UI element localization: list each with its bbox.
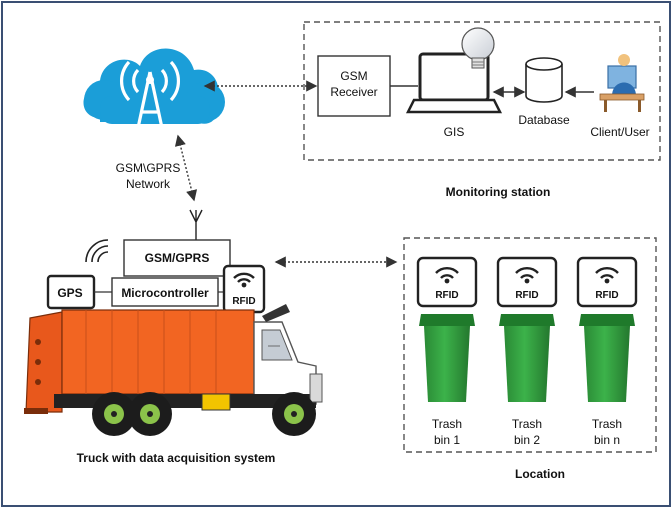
- network-label-line1: GSM\GPRS: [116, 161, 181, 175]
- trash-bin-n: RFID Trash bin n: [576, 256, 638, 447]
- bin-n-body: [584, 326, 630, 402]
- bin-1-label-line1: Trash: [432, 417, 462, 431]
- gsm-receiver-label-line2: Receiver: [330, 85, 377, 99]
- bin-1-lid: [419, 314, 475, 326]
- gsm-receiver-box: [317, 55, 391, 117]
- lightbulb-icon: [461, 27, 495, 69]
- monitoring-station-title: Monitoring station: [446, 185, 551, 199]
- bin-2-label-line1: Trash: [512, 417, 542, 431]
- wifi-signal-icon: [85, 239, 109, 263]
- monitoring-station-box: [303, 21, 661, 161]
- gsm-gprs-cloud-icon: [83, 48, 225, 124]
- gps-label: GPS: [57, 286, 82, 300]
- truck-antenna-icon: [189, 209, 203, 240]
- bin-1-label-line2: bin 1: [434, 433, 460, 447]
- trash-bin-1: RFID Trash bin 1: [416, 256, 478, 447]
- bin-2-lid: [499, 314, 555, 326]
- microcontroller-label: Microcontroller: [121, 286, 209, 300]
- gis-label: GIS: [444, 125, 465, 139]
- gsm-gprs-box: [123, 239, 231, 277]
- bin-2-rfid-label: RFID: [515, 290, 538, 301]
- bin-1-rfid-label: RFID: [435, 290, 458, 301]
- garbage-truck-icon: [24, 304, 323, 436]
- bin-n-rfid-label: RFID: [595, 290, 618, 301]
- bin-n-label-line2: bin n: [594, 433, 620, 447]
- gsm-receiver-label-line1: GSM: [340, 69, 367, 83]
- bin-1-body: [424, 326, 470, 402]
- antenna-tower-icon: [119, 60, 181, 129]
- client-label: Client/User: [590, 125, 649, 139]
- laptop-icon: [405, 52, 503, 114]
- location-title: Location: [515, 467, 565, 481]
- bin-n-lid: [579, 314, 635, 326]
- database-label: Database: [518, 113, 570, 127]
- location-box: [403, 237, 657, 453]
- database-icon: [525, 57, 563, 103]
- gsm-gprs-label: GSM/GPRS: [145, 251, 210, 265]
- truck-caption: Truck with data acquisition system: [77, 451, 276, 465]
- bin-n-label-line1: Trash: [592, 417, 622, 431]
- trash-bin-2: RFID Trash bin 2: [496, 256, 558, 447]
- truck-rfid-label: RFID: [232, 296, 255, 307]
- network-label-line2: Network: [126, 177, 171, 191]
- bin-2-label-line2: bin 2: [514, 433, 540, 447]
- bin-2-body: [504, 326, 550, 402]
- client-user-icon: [599, 54, 645, 112]
- cloud-truck-link: [174, 134, 198, 202]
